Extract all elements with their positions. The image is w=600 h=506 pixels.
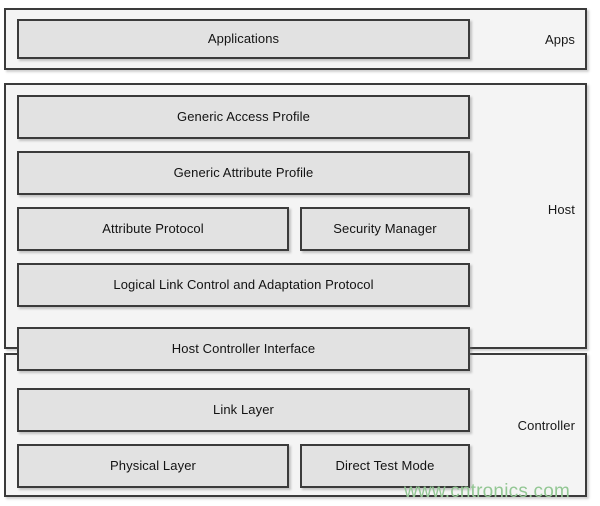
block-label-generic-access-profile: Generic Access Profile <box>177 108 310 124</box>
block-label-link-layer: Link Layer <box>213 401 274 417</box>
block-direct-test-mode[interactable]: Direct Test Mode <box>300 444 470 488</box>
group-label-controller: Controller <box>517 418 575 433</box>
block-label-physical-layer: Physical Layer <box>110 457 196 473</box>
block-host-controller-interface[interactable]: Host Controller Interface <box>17 327 470 371</box>
group-label-apps: Apps <box>544 32 575 47</box>
watermark-cntronics: www.cntronics.com <box>404 481 570 502</box>
block-l2cap[interactable]: Logical Link Control and Adaptation Prot… <box>17 263 470 307</box>
block-link-layer[interactable]: Link Layer <box>17 388 470 432</box>
block-physical-layer[interactable]: Physical Layer <box>17 444 289 488</box>
group-label-host: Host <box>547 202 575 217</box>
block-generic-attribute-profile[interactable]: Generic Attribute Profile <box>17 151 470 195</box>
block-label-generic-attribute-profile: Generic Attribute Profile <box>173 164 314 180</box>
block-security-manager[interactable]: Security Manager <box>300 207 470 251</box>
block-generic-access-profile[interactable]: Generic Access Profile <box>17 95 470 139</box>
block-label-applications: Applications <box>207 30 280 46</box>
block-label-host-controller-interface: Host Controller Interface <box>171 340 316 356</box>
block-label-l2cap: Logical Link Control and Adaptation Prot… <box>113 276 374 292</box>
block-attribute-protocol[interactable]: Attribute Protocol <box>17 207 289 251</box>
block-label-direct-test-mode: Direct Test Mode <box>335 457 435 473</box>
block-applications[interactable]: Applications <box>17 19 470 59</box>
block-label-security-manager: Security Manager <box>333 220 437 236</box>
block-label-attribute-protocol: Attribute Protocol <box>102 220 204 236</box>
